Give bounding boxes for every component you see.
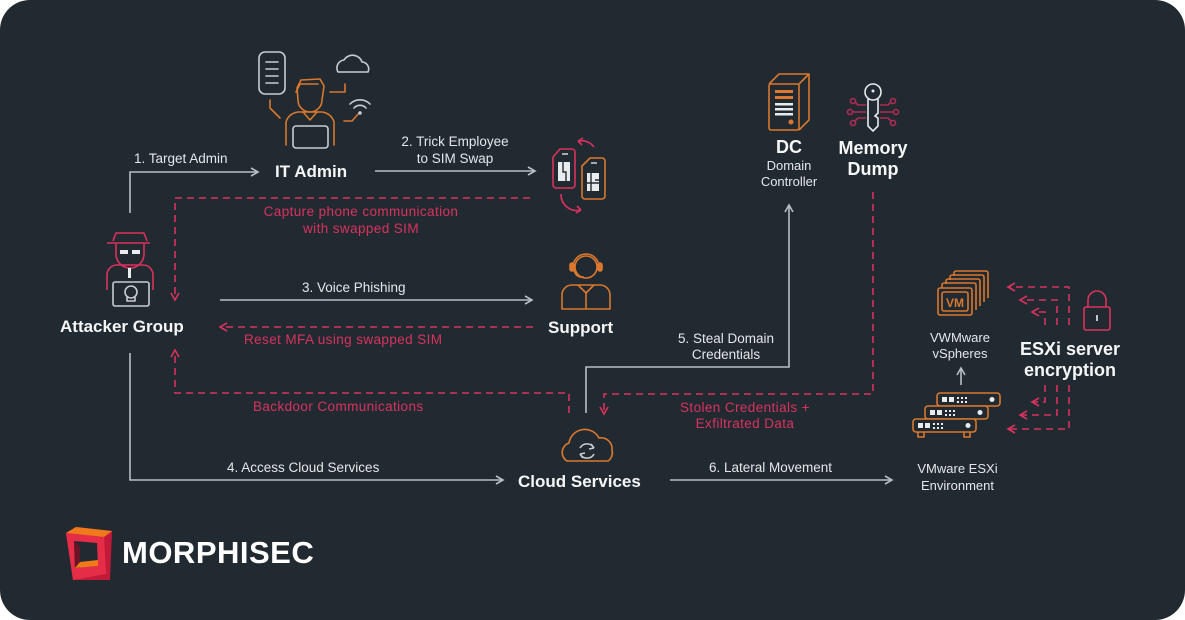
flow-encrypt-2	[1018, 295, 1058, 325]
step-6-label: 6. Lateral Movement	[709, 460, 833, 475]
step-4-label: 4. Access Cloud Services	[227, 460, 380, 475]
node-esxi-encryption-line1: ESXi server	[1019, 339, 1121, 359]
cloud-sync-icon	[561, 428, 614, 462]
lock-icon	[1083, 290, 1111, 331]
brand-name: MORPHISEC	[122, 535, 315, 570]
morphisec-logo-icon	[66, 527, 112, 580]
server-rack-lights	[918, 397, 995, 429]
flow-access-cloud	[129, 353, 505, 485]
stolen-creds-label-line1: Stolen Credentials +	[680, 400, 810, 415]
step-5-label-line2: Credentials	[691, 347, 761, 362]
headset-agent-icon	[561, 253, 611, 310]
capture-phone-label-line1: Capture phone communication	[263, 204, 459, 219]
hacker-icon	[106, 232, 154, 307]
flow-target-admin	[129, 167, 260, 213]
step-3-label: 3. Voice Phishing	[302, 280, 406, 295]
flow-encrypt-4	[1030, 385, 1046, 407]
step-1-label: 1. Target Admin	[134, 151, 228, 166]
server-tower-icon	[768, 73, 810, 131]
flow-backdoor	[170, 348, 570, 413]
node-dc-sub-line2: Controller	[760, 174, 818, 189]
node-dc-sub-line1: Domain	[766, 158, 812, 173]
node-it-admin: IT Admin	[275, 162, 348, 181]
node-vsphere-line2: vSpheres	[932, 346, 988, 361]
server-rack-icon	[912, 392, 1001, 438]
node-memory-dump-line2: Dump	[847, 159, 899, 179]
node-esxi-env-line1: VMware ESXi	[917, 461, 998, 476]
node-esxi-encryption-line2: encryption	[1023, 360, 1116, 380]
key-circuit-icon	[846, 83, 900, 133]
vm-stack-icon	[937, 270, 989, 316]
sim-swap-icon	[552, 137, 606, 214]
admin-at-laptop-icon	[258, 51, 371, 149]
step-5-label-line1: 5. Steal Domain	[677, 331, 775, 346]
node-memory-dump-line1: Memory	[838, 138, 908, 158]
node-cloud-services: Cloud Services	[518, 472, 641, 491]
flow-capture-phone	[170, 197, 530, 302]
capture-phone-label-line2: with swapped SIM	[303, 221, 419, 236]
flow-encrypt-6	[1006, 385, 1070, 434]
node-attacker-group: Attacker Group	[60, 317, 184, 336]
backdoor-label: Backdoor Communications	[253, 399, 424, 414]
flow-encrypt-1	[1006, 282, 1070, 325]
node-esxi-env-line2: Environment	[921, 478, 994, 493]
step-2-label-line2: to SIM Swap	[416, 151, 494, 166]
step-2-label-line1: 2. Trick Employee	[401, 134, 509, 149]
flow-steal-domain-creds	[585, 203, 794, 413]
node-support: Support	[548, 318, 614, 337]
flow-stolen-creds	[599, 192, 874, 416]
vm-badge-label: VM	[946, 296, 964, 310]
node-dc-title: DC	[776, 137, 802, 157]
flow-encrypt-5	[1018, 385, 1058, 420]
reset-mfa-label: Reset MFA using swapped SIM	[244, 332, 443, 347]
node-vsphere-line1: VWMware	[930, 330, 990, 345]
flow-encrypt-3	[1030, 307, 1046, 325]
stolen-creds-label-line2: Exfiltrated Data	[695, 416, 795, 431]
